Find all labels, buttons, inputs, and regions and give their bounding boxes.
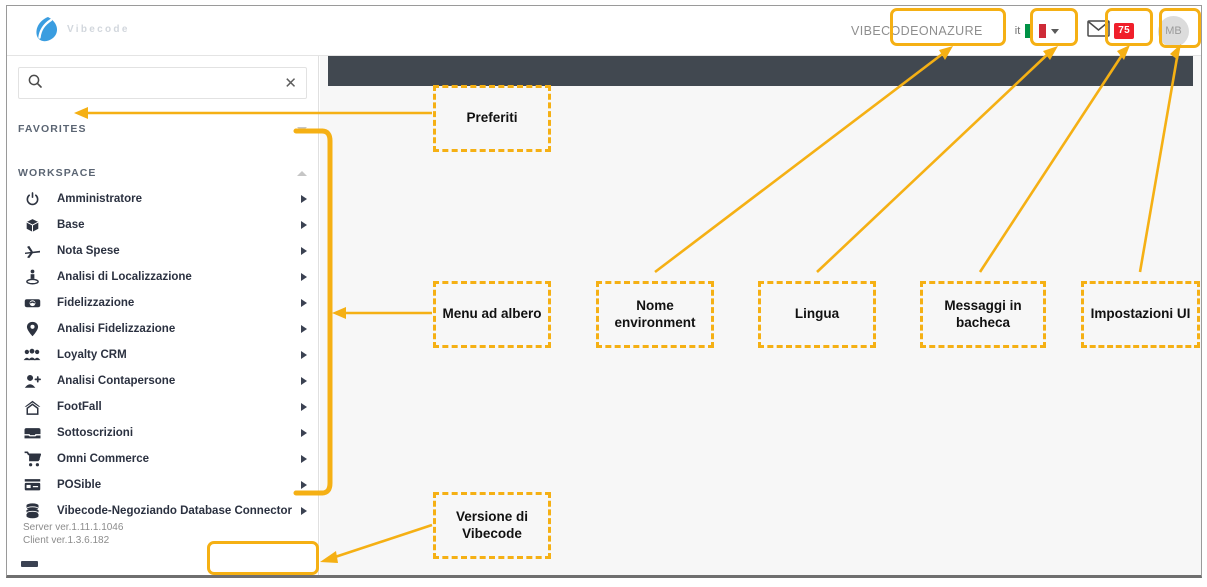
leaf-logo-icon — [35, 16, 60, 43]
brand-logo-text: Vibecode — [67, 24, 130, 35]
sidebar-item-label: Base — [57, 219, 85, 231]
chevron-right-icon — [301, 507, 307, 515]
chevron-right-icon — [301, 377, 307, 385]
sidebar-item-analisi-fidelizzazione[interactable]: Analisi Fidelizzazione — [7, 316, 318, 342]
message-count-badge: 75 — [1114, 23, 1134, 39]
sidebar-item-label: Loyalty CRM — [57, 349, 127, 361]
sidebar-section-workspace[interactable]: WORKSPACE — [7, 160, 318, 186]
favorites-label: FAVORITES — [18, 123, 87, 135]
search-icon — [28, 74, 42, 93]
tree-menu: Amministratore Base Nota Spese — [7, 186, 318, 524]
box-icon — [21, 218, 43, 233]
inbox-icon — [21, 427, 43, 440]
chevron-down-icon — [1051, 28, 1060, 34]
header-right-cluster: VIBECODEONAZURE it 75 MB — [841, 6, 1189, 56]
chevron-right-icon — [301, 195, 307, 203]
chevron-right-icon — [301, 455, 307, 463]
workspace-label: WORKSPACE — [18, 167, 97, 179]
sidebar-item-vibecode-negoziando-database-connector[interactable]: Vibecode-Negoziando Database Connector — [7, 498, 318, 524]
database-icon — [21, 503, 43, 519]
person-pin-icon — [21, 269, 43, 285]
chevron-down-icon — [297, 126, 307, 132]
chevron-right-icon — [301, 403, 307, 411]
language-code: it — [1014, 25, 1021, 37]
pos-terminal-icon — [21, 478, 43, 492]
language-selector[interactable]: it — [1001, 24, 1074, 38]
sidebar-item-label: POSible — [57, 479, 102, 491]
italy-flag-icon — [1025, 24, 1047, 38]
sidebar-item-footfall[interactable]: FootFall — [7, 394, 318, 420]
sidebar-item-sottoscrizioni[interactable]: Sottoscrizioni — [7, 420, 318, 446]
people-group-icon — [21, 348, 43, 362]
server-version: Server ver.1.11.1.1046 — [23, 522, 124, 533]
shopping-cart-icon — [21, 451, 43, 467]
sidebar-item-amministratore[interactable]: Amministratore — [7, 186, 318, 212]
power-icon — [21, 191, 43, 207]
airplane-icon — [21, 244, 43, 259]
version-info: Server ver.1.11.1.1046 Client ver.1.3.6.… — [23, 522, 123, 547]
sidebar-item-posible[interactable]: POSible — [7, 472, 318, 498]
chevron-right-icon — [301, 221, 307, 229]
sidebar-item-loyalty-crm[interactable]: Loyalty CRM — [7, 342, 318, 368]
sidebar-item-omni-commerce[interactable]: Omni Commerce — [7, 446, 318, 472]
close-icon[interactable]: ✕ — [284, 74, 297, 92]
client-version: Client ver.1.3.6.182 — [23, 534, 110, 546]
sidebar-item-label: Fidelizzazione — [57, 297, 135, 309]
envelope-icon — [1087, 20, 1111, 42]
sidebar-item-analisi-di-localizzazione[interactable]: Analisi di Localizzazione — [7, 264, 318, 290]
sidebar-item-label: Analisi Contapersone — [57, 375, 176, 387]
sidebar-item-label: Analisi Fidelizzazione — [57, 323, 176, 335]
chevron-right-icon — [301, 481, 307, 489]
app-header: Vibecode VIBECODEONAZURE it — [7, 6, 1201, 56]
chevron-right-icon — [301, 325, 307, 333]
handshake-icon — [21, 296, 43, 310]
sidebar-item-analisi-contapersone[interactable]: Analisi Contapersone — [7, 368, 318, 394]
user-avatar[interactable]: MB — [1158, 15, 1189, 47]
sidebar-item-label: Amministratore — [57, 193, 142, 205]
chevron-right-icon — [301, 351, 307, 359]
sidebar-item-label: Analisi di Localizzazione — [57, 271, 192, 283]
sidebar-item-base[interactable]: Base — [7, 212, 318, 238]
search-box[interactable]: ✕ — [18, 67, 307, 99]
sidebar: ✕ FAVORITES WORKSPACE Amministratore — [7, 56, 319, 575]
sidebar-item-label: Sottoscrizioni — [57, 427, 134, 439]
content-area — [320, 56, 1201, 575]
chevron-right-icon — [301, 299, 307, 307]
sidebar-item-label: FootFall — [57, 401, 102, 413]
content-toolbar — [328, 56, 1193, 86]
search-input[interactable] — [51, 75, 285, 91]
chevron-right-icon — [301, 429, 307, 437]
sidebar-item-label: Omni Commerce — [57, 453, 150, 465]
chevron-up-icon — [297, 170, 307, 176]
brand-logo[interactable]: Vibecode — [35, 16, 130, 43]
sidebar-item-label: Nota Spese — [57, 245, 120, 257]
chevron-right-icon — [301, 247, 307, 255]
messages-button[interactable]: 75 — [1073, 20, 1148, 42]
sidebar-section-favorites[interactable]: FAVORITES — [7, 116, 318, 142]
environment-name[interactable]: VIBECODEONAZURE — [851, 24, 983, 38]
chevron-right-icon — [301, 273, 307, 281]
sidebar-item-fidelizzazione[interactable]: Fidelizzazione — [7, 290, 318, 316]
person-add-icon — [21, 374, 43, 389]
sidebar-item-nota-spese[interactable]: Nota Spese — [7, 238, 318, 264]
map-pin-icon — [21, 321, 43, 337]
sidebar-item-label: Vibecode-Negoziando Database Connector — [57, 505, 292, 517]
app-window: Vibecode VIBECODEONAZURE it — [6, 5, 1202, 578]
home-icon — [21, 400, 43, 415]
collapse-sidebar-handle[interactable] — [21, 561, 38, 567]
